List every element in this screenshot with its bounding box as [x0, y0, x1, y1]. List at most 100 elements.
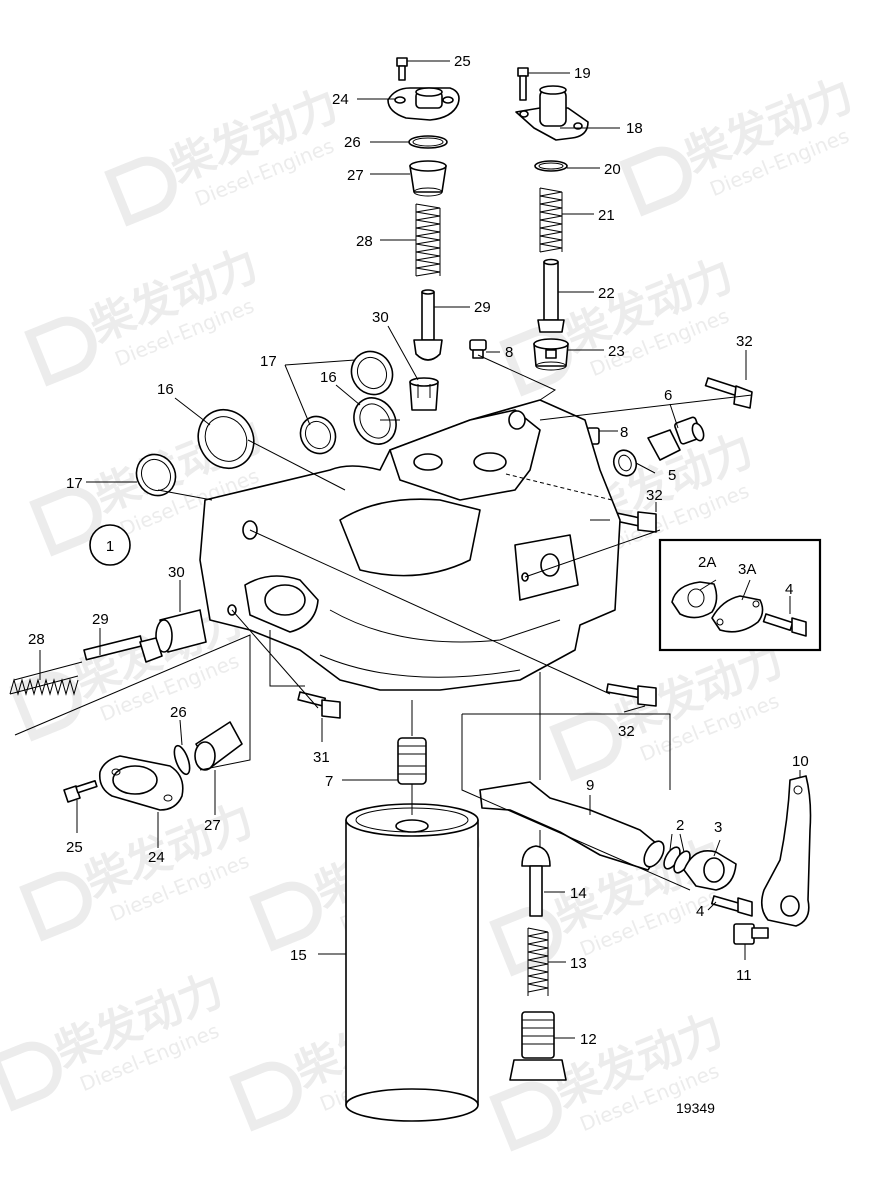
- watermark-8: 柴发动力 Diesel-Engines: [549, 634, 790, 782]
- seat-23: [533, 338, 569, 371]
- callout-labels: 25 24 26 27 28 29 30 19 18 20 21 22 23 8…: [28, 53, 809, 1048]
- piston-29-top: [413, 289, 443, 361]
- label-4-inset: 4: [785, 581, 793, 598]
- cage-30-left: [155, 609, 207, 653]
- bolt-11: [733, 923, 769, 945]
- union-6: [647, 416, 705, 461]
- label-27-top: 27: [347, 167, 364, 184]
- label-32-top: 32: [736, 333, 753, 350]
- leader-lines: [14, 60, 801, 1039]
- watermark-9: 柴发动力 Diesel-Engines: [19, 794, 260, 942]
- spring-21: [539, 187, 563, 253]
- bolt-4-lower: [710, 895, 753, 917]
- oil-filter-15: [345, 803, 479, 1122]
- label-3: 3: [714, 819, 722, 836]
- label-26-top: 26: [344, 134, 361, 151]
- bolt-25-top: [396, 57, 408, 81]
- label-3a: 3A: [738, 561, 756, 578]
- label-10: 10: [792, 753, 809, 770]
- sleeve-27-left: [194, 721, 243, 771]
- plug-8-top: [469, 339, 487, 359]
- o-ring-26-top: [408, 135, 448, 149]
- label-17-left: 17: [66, 475, 83, 492]
- label-28-top: 28: [356, 233, 373, 250]
- label-16-mid: 16: [320, 369, 337, 386]
- valve-22: [537, 258, 565, 333]
- figure-marker-label: 1: [106, 538, 114, 555]
- label-18: 18: [626, 120, 643, 137]
- label-30-left: 30: [168, 564, 185, 581]
- sleeve-27-top: [409, 160, 447, 197]
- piston-14: [521, 845, 551, 917]
- label-28-left: 28: [28, 631, 45, 648]
- label-6: 6: [664, 387, 672, 404]
- bolt-4-inset: [762, 613, 807, 637]
- bolt-31: [297, 691, 341, 719]
- bolt-25-left: [63, 780, 98, 803]
- label-30-top: 30: [372, 309, 389, 326]
- label-16-left: 16: [157, 381, 174, 398]
- label-31: 31: [313, 749, 330, 766]
- label-8-right: 8: [620, 424, 628, 441]
- label-25-left: 25: [66, 839, 83, 856]
- label-4-lower: 4: [696, 903, 704, 920]
- spring-28-left: [9, 661, 83, 696]
- label-32-mid: 32: [646, 487, 663, 504]
- label-2a: 2A: [698, 554, 716, 571]
- valve-body-9: [479, 781, 665, 871]
- bolt-32-lower: [605, 683, 657, 707]
- label-11: 11: [736, 967, 752, 984]
- cover-24-top: [387, 87, 460, 121]
- label-32-lower: 32: [618, 723, 635, 740]
- label-26-left: 26: [170, 704, 187, 721]
- watermark-2: 柴发动力 Diesel-Engines: [619, 69, 860, 217]
- label-24-top: 24: [332, 91, 349, 108]
- cover-24-left: [98, 755, 184, 811]
- label-20: 20: [604, 161, 621, 178]
- label-14: 14: [570, 885, 587, 902]
- washer-5: [612, 449, 638, 477]
- label-25-top: 25: [454, 53, 471, 70]
- nipple-7: [397, 737, 427, 785]
- inset-box: [658, 538, 822, 652]
- bolt-32-upper: [704, 377, 753, 409]
- filter-housing: [199, 399, 621, 691]
- label-9: 9: [586, 777, 594, 794]
- bolt-19: [517, 67, 529, 101]
- o-rings-2: [663, 846, 691, 874]
- label-5: 5: [668, 467, 676, 484]
- lever-10: [760, 775, 812, 927]
- plug-12: [509, 1011, 567, 1081]
- piston-29-left: [83, 635, 163, 663]
- spring-28-top: [415, 203, 441, 277]
- label-21: 21: [598, 207, 615, 224]
- cage-30-top: [409, 377, 439, 411]
- label-13: 13: [570, 955, 587, 972]
- label-8-top: 8: [505, 344, 513, 361]
- seal-rings-17-16-top: [135, 350, 397, 497]
- label-24-left: 24: [148, 849, 165, 866]
- label-17-top: 17: [260, 353, 277, 370]
- figure-marker: 1: [89, 524, 131, 566]
- label-23: 23: [608, 343, 625, 360]
- label-29-left: 29: [92, 611, 109, 628]
- label-12: 12: [580, 1031, 597, 1048]
- label-19: 19: [574, 65, 591, 82]
- gasket-2a: [671, 581, 718, 619]
- label-2: 2: [676, 817, 684, 834]
- label-29-top: 29: [474, 299, 491, 316]
- spring-13: [527, 927, 549, 996]
- label-22: 22: [598, 285, 615, 302]
- watermark-1: 柴发动力 Diesel-Engines: [104, 79, 345, 227]
- label-15: 15: [290, 947, 307, 964]
- label-27-left: 27: [204, 817, 221, 834]
- watermark-3: 柴发动力 Diesel-Engines: [24, 239, 265, 387]
- figure-number: 19349: [676, 1100, 715, 1116]
- watermark-12: 柴发动力 Diesel-Engines: [0, 964, 230, 1112]
- o-ring-26-left: [173, 744, 191, 776]
- cover-3a: [711, 595, 764, 633]
- label-7: 7: [325, 773, 333, 790]
- o-ring-20: [534, 160, 568, 172]
